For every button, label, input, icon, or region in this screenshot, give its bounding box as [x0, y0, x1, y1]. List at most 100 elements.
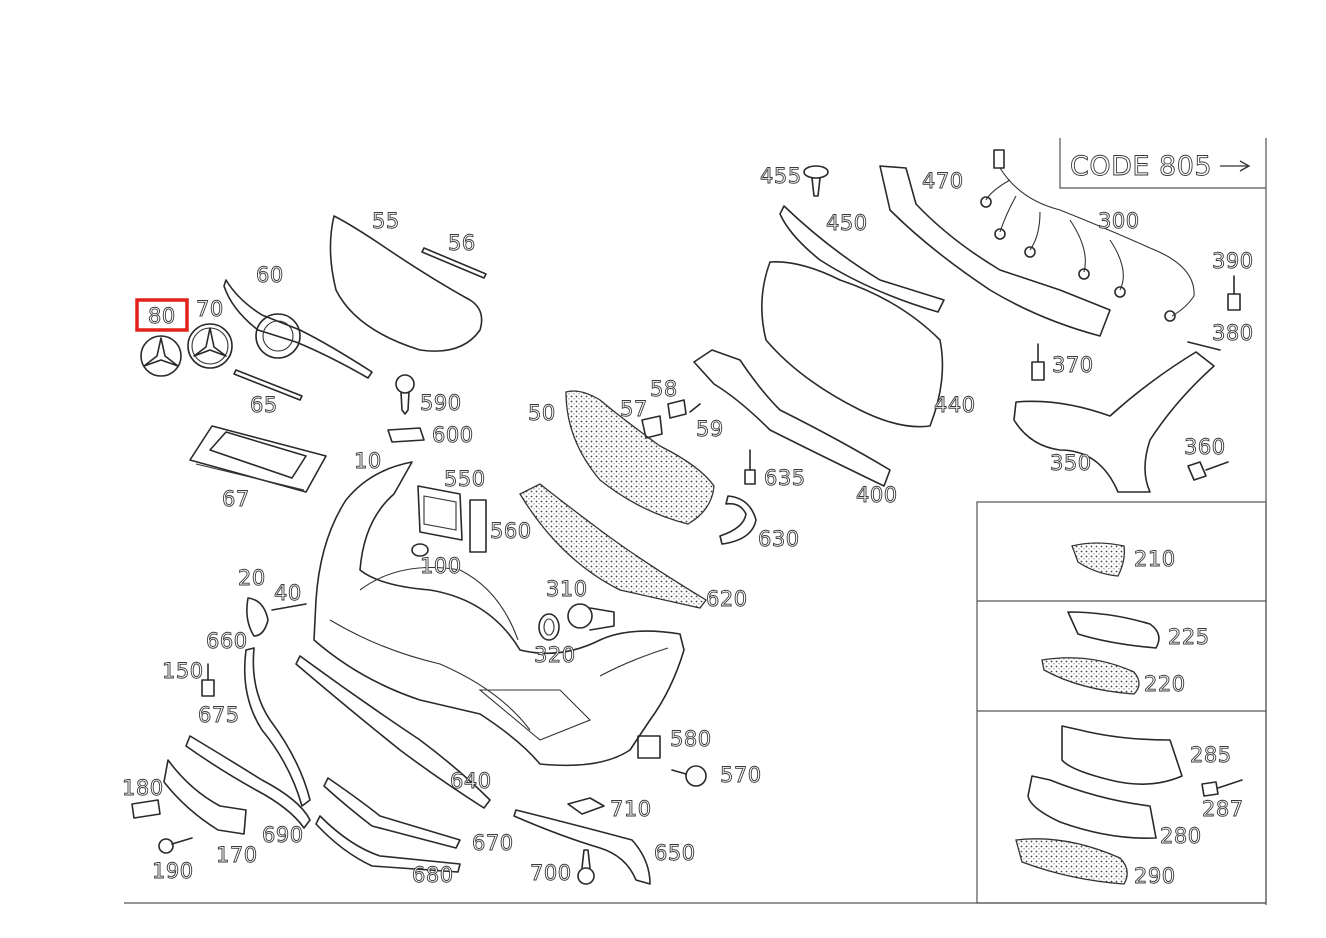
part-675-strip: [185, 735, 311, 829]
part-210-grille: [1071, 542, 1126, 577]
part-680-strip: [315, 815, 461, 873]
part-57-clip: [641, 415, 663, 439]
part-287-pin: [1217, 779, 1243, 789]
label-285: 285: [1190, 743, 1232, 767]
part-225-frame: [1067, 611, 1160, 649]
part-550-module: [417, 485, 463, 541]
part-390-pin: [1227, 275, 1241, 311]
part-67-panel: [189, 425, 327, 493]
label-550: 550: [444, 467, 486, 491]
label-65: 65: [250, 393, 278, 417]
part-450-strip: [779, 205, 945, 313]
label-170: 170: [216, 843, 258, 867]
part-370-pin: [1031, 343, 1045, 381]
label-560: 560: [490, 519, 532, 543]
label-440: 440: [934, 393, 976, 417]
part-56-strip: [421, 247, 487, 279]
label-20: 20: [238, 566, 266, 590]
part-700-screw: [577, 849, 595, 885]
label-10: 10: [354, 449, 382, 473]
part-20-cap: [246, 597, 269, 637]
label-600: 600: [432, 423, 474, 447]
part-380-pin: [1187, 341, 1221, 351]
part-80-star-emblem: [140, 335, 182, 377]
part-350-bracket: [1013, 351, 1215, 493]
part-455-screw: [803, 165, 829, 197]
label-287: 287: [1202, 797, 1244, 821]
part-220-grille: [1041, 657, 1140, 695]
label-40: 40: [274, 581, 302, 605]
label-390: 390: [1212, 249, 1254, 273]
code-805-label: CODE 805: [1070, 151, 1212, 182]
part-470-bracket: [879, 165, 1111, 337]
label-300: 300: [1098, 209, 1140, 233]
label-700: 700: [530, 861, 572, 885]
label-635: 635: [764, 466, 806, 490]
label-225: 225: [1168, 625, 1210, 649]
code-805-arrow-icon: [1220, 160, 1251, 172]
part-320-ring: [538, 613, 560, 641]
part-630-bracket: [719, 495, 757, 545]
label-590: 590: [420, 391, 462, 415]
part-100-emblem: [411, 543, 429, 557]
label-380: 380: [1212, 321, 1254, 345]
label-210: 210: [1134, 547, 1176, 571]
label-580: 580: [670, 727, 712, 751]
part-570-bolt: [671, 765, 707, 787]
part-590-screw: [395, 374, 415, 415]
part-560-bracket: [469, 499, 487, 553]
label-360: 360: [1184, 435, 1226, 459]
label-67: 67: [222, 487, 250, 511]
label-650: 650: [654, 841, 696, 865]
part-10-main-bumper: [313, 461, 685, 767]
label-50: 50: [528, 401, 556, 425]
part-50-mesh-grille: [565, 390, 715, 525]
part-360-pin: [1205, 461, 1229, 471]
part-660-strip: [243, 647, 311, 807]
part-710-clip: [567, 797, 605, 815]
part-650-strip: [513, 809, 651, 885]
label-470: 470: [922, 169, 964, 193]
label-400: 400: [856, 483, 898, 507]
part-labels: CODE 805 80 70 60 55 56 65 590 600 67 10…: [122, 151, 1254, 889]
part-400-carrier: [693, 349, 891, 487]
label-310: 310: [546, 577, 588, 601]
label-70: 70: [196, 297, 224, 321]
label-710: 710: [610, 797, 652, 821]
label-660: 660: [206, 629, 248, 653]
label-570: 570: [720, 763, 762, 787]
label-370: 370: [1052, 353, 1094, 377]
label-290: 290: [1134, 864, 1176, 888]
frame-lines: [124, 138, 1267, 905]
part-150-pin: [201, 663, 215, 697]
part-600-clip: [387, 427, 425, 443]
label-280: 280: [1160, 824, 1202, 848]
part-290-grille: [1015, 838, 1128, 885]
part-55-grille-frame: [329, 215, 483, 352]
label-350: 350: [1050, 451, 1092, 475]
part-300-harness: [980, 149, 1195, 322]
part-70-star: [187, 323, 233, 369]
label-100: 100: [420, 554, 462, 578]
label-675: 675: [198, 703, 240, 727]
label-80: 80: [148, 304, 176, 328]
part-60-grille-bar: [223, 279, 373, 379]
label-57: 57: [620, 397, 648, 421]
label-320: 320: [534, 643, 576, 667]
label-180: 180: [122, 776, 164, 800]
label-670: 670: [472, 831, 514, 855]
label-630: 630: [758, 527, 800, 551]
label-620: 620: [706, 587, 748, 611]
highlight-box-80: [135, 298, 189, 332]
part-59-pin: [689, 403, 701, 413]
label-690: 690: [262, 823, 304, 847]
label-55: 55: [372, 209, 400, 233]
label-220: 220: [1144, 672, 1186, 696]
part-58-clip: [667, 399, 687, 419]
part-620-mesh-strip: [519, 483, 707, 609]
label-60: 60: [256, 263, 284, 287]
part-285-frame: [1061, 725, 1183, 785]
label-58: 58: [650, 377, 678, 401]
